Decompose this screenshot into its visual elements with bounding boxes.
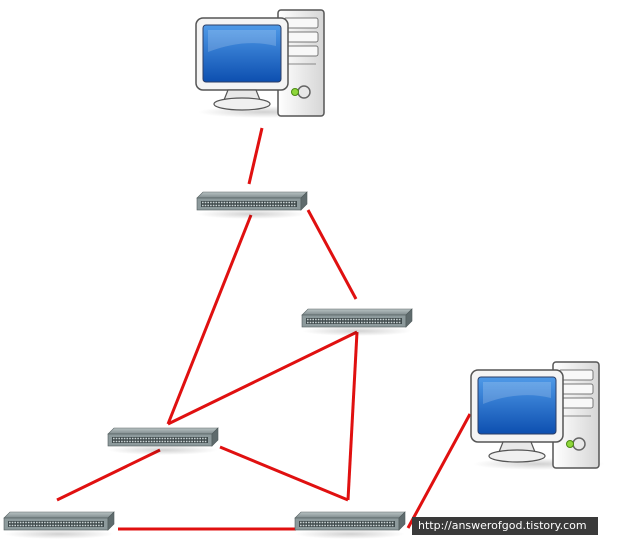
computer-icon (195, 9, 331, 119)
link-switch-2-switch-3 (167, 330, 358, 426)
switch-icon (301, 308, 413, 337)
link-switch-1-switch-2 (306, 209, 358, 300)
switch-icon (294, 511, 406, 540)
links-layer (56, 127, 472, 531)
link-switch-1-switch-3 (166, 214, 253, 425)
switch-icon (107, 427, 219, 456)
link-switch-3-switch-5 (219, 445, 349, 502)
switch-icon (3, 511, 115, 540)
link-switch-2-switch-5 (346, 331, 359, 501)
watermark-text: http://answerofgod.tistory.com (412, 517, 598, 535)
switch-icon (196, 191, 308, 220)
link-switch-5-pc-right (406, 413, 472, 529)
link-pc-top-switch-1 (247, 127, 264, 185)
computer-icon (470, 361, 606, 471)
link-switch-3-switch-4 (56, 448, 161, 502)
